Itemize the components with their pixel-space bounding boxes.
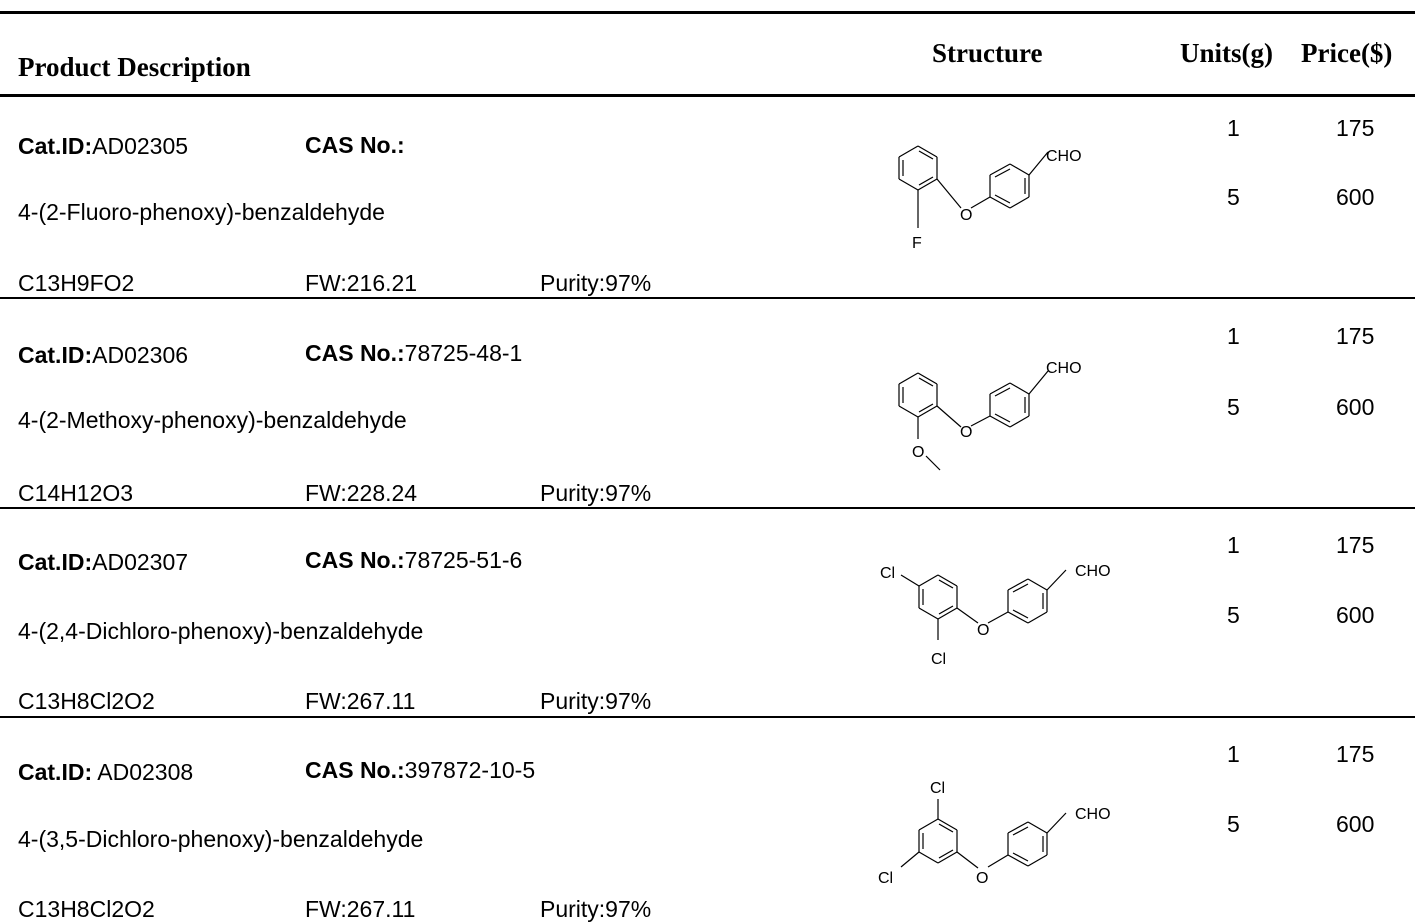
row-divider [0, 507, 1415, 509]
substituent-label-2: Cl [878, 870, 893, 887]
price-1: 175 [1336, 532, 1375, 558]
formula: C13H9FO2 [18, 270, 135, 296]
header-units: Units(g) [1180, 38, 1273, 68]
price-2: 600 [1336, 184, 1375, 210]
product-name: 4-(2-Fluoro-phenoxy)-benzaldehyde [18, 199, 385, 225]
purity: Purity:97% [540, 480, 652, 506]
aldehyde-label: CHO [1046, 360, 1082, 377]
formula: C13H8Cl2O2 [18, 896, 155, 922]
formula: C13H8Cl2O2 [18, 688, 155, 714]
substituent-label: O [912, 444, 924, 461]
cas-no: CAS No.:78725-48-1 [305, 340, 523, 366]
purity: Purity:97% [540, 688, 652, 714]
cat-id: Cat.ID:AD02305 [18, 133, 189, 159]
price-1: 175 [1336, 741, 1375, 767]
cat-id: Cat.ID:AD02306 [18, 342, 189, 368]
purity: Purity:97% [540, 270, 652, 296]
purity: Purity:97% [540, 896, 652, 922]
header-rule [0, 94, 1415, 97]
price-2: 600 [1336, 394, 1375, 420]
row-divider [0, 716, 1415, 718]
cat-id: Cat.ID:AD02307 [18, 549, 189, 575]
formula-weight: FW:267.11 [305, 896, 416, 922]
formula-weight: FW:267.11 [305, 688, 416, 714]
substituent-label-2: Cl [931, 651, 946, 668]
units-2: 5 [1227, 602, 1240, 628]
structure-image: Cl Cl O CHO [880, 563, 1111, 668]
header-structure: Structure [932, 38, 1043, 68]
header-price: Price($) [1301, 38, 1393, 68]
units-2: 5 [1227, 184, 1240, 210]
product-name: 4-(2,4-Dichloro-phenoxy)-benzaldehyde [18, 618, 424, 644]
oxygen-label: O [960, 424, 972, 441]
units-2: 5 [1227, 811, 1240, 837]
product-name: 4-(3,5-Dichloro-phenoxy)-benzaldehyde [18, 826, 424, 852]
formula-weight: FW:228.24 [305, 480, 418, 506]
aldehyde-label: CHO [1075, 563, 1111, 580]
substituent-label: Cl [880, 565, 895, 582]
structure-image: O O CHO [898, 360, 1082, 471]
cat-id: Cat.ID: AD02308 [18, 759, 194, 785]
units-2: 5 [1227, 394, 1240, 420]
cas-no: CAS No.:397872-10-5 [305, 757, 536, 783]
price-1: 175 [1336, 115, 1375, 141]
header-product-description: Product Description [18, 52, 251, 82]
top-rule [0, 11, 1415, 14]
structure-image: F O CHO [898, 145, 1082, 252]
aldehyde-label: CHO [1075, 806, 1111, 823]
units-1: 1 [1227, 532, 1240, 558]
row-divider [0, 297, 1415, 299]
units-1: 1 [1227, 115, 1240, 141]
oxygen-label: O [977, 622, 989, 639]
product-name: 4-(2-Methoxy-phenoxy)-benzaldehyde [18, 407, 407, 433]
formula: C14H12O3 [18, 480, 134, 506]
units-1: 1 [1227, 323, 1240, 349]
price-1: 175 [1336, 323, 1375, 349]
structure-image: Cl Cl O CHO [878, 780, 1111, 887]
aldehyde-label: CHO [1046, 148, 1082, 165]
cas-no: CAS No.:78725-51-6 [305, 547, 523, 573]
substituent-label: Cl [930, 780, 945, 797]
price-2: 600 [1336, 811, 1375, 837]
units-1: 1 [1227, 741, 1240, 767]
formula-weight: FW:216.21 [305, 270, 418, 296]
oxygen-label: O [976, 870, 988, 887]
price-2: 600 [1336, 602, 1375, 628]
cas-no: CAS No.: [305, 132, 405, 158]
substituent-label: F [912, 235, 922, 252]
oxygen-label: O [960, 207, 972, 224]
